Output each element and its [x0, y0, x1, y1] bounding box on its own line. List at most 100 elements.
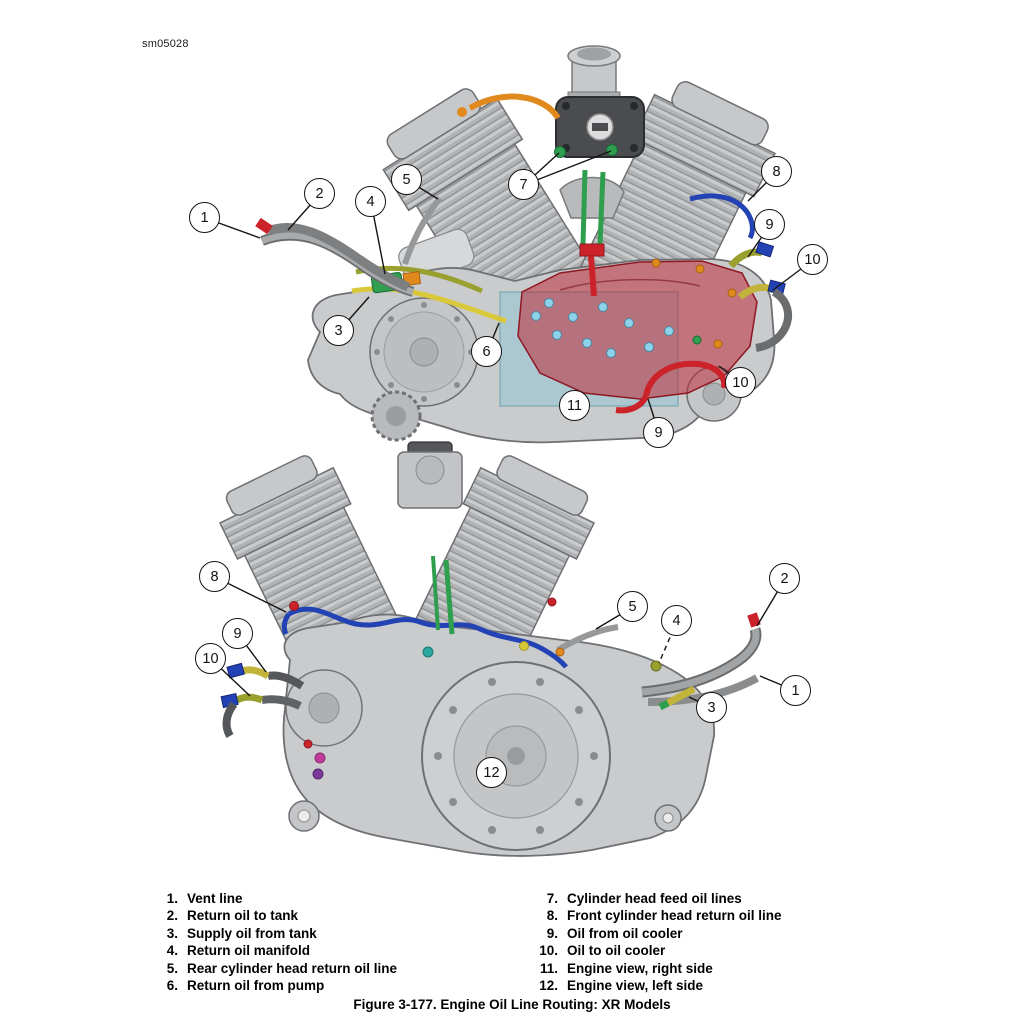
legend-item-label: Engine view, left side	[567, 978, 704, 994]
legend-item-10: 10. Oil to oil cooler	[530, 942, 782, 959]
legend-item-12: 12. Engine view, left side	[530, 977, 782, 994]
legend-item-label: Return oil from pump	[187, 978, 325, 994]
engine-view-right-side	[204, 45, 814, 444]
legend-item-6: 6. Return oil from pump	[150, 977, 397, 994]
oil-line-red-center	[588, 255, 597, 297]
oil-to-cooler-fitting-left	[231, 693, 264, 705]
oil-passage-dots	[531, 298, 674, 358]
engine-view-left-side	[210, 441, 797, 857]
callout-number: 8	[210, 568, 219, 585]
callout-3-top: 3	[323, 315, 354, 346]
legend-item-number: 6.	[166, 978, 178, 994]
callout-7-top: 7	[508, 169, 539, 200]
callout-10b-top: 10	[725, 367, 756, 398]
legend-item-number: 1.	[166, 891, 178, 906]
legend-item-label: Oil to oil cooler	[567, 943, 666, 959]
callout-number: 12	[483, 764, 500, 781]
legend-item-11: 11. Engine view, right side	[530, 960, 782, 977]
callout-number: 7	[519, 176, 528, 193]
callout-number: 5	[402, 171, 411, 188]
oil-line-green-rear	[580, 169, 588, 245]
callout-number: 5	[628, 598, 637, 615]
callout-number: 6	[482, 343, 491, 360]
legend-item-number: 9.	[546, 925, 558, 941]
callout-number: 10	[732, 374, 749, 391]
gearcase-cover	[369, 297, 479, 407]
callout-number: 2	[780, 570, 789, 587]
callout-5-top: 5	[391, 164, 422, 195]
callout-number: 4	[366, 193, 375, 210]
callout-2-bottom: 2	[769, 563, 800, 594]
legend-item-4: 4. Return oil manifold	[150, 942, 397, 959]
callout-number: 1	[791, 682, 800, 699]
callout-10-bottom: 10	[195, 643, 226, 674]
callout-9b-top: 9	[643, 417, 674, 448]
legend-item-number: 11.	[539, 960, 558, 976]
callout-number: 4	[672, 612, 681, 629]
callout-11-top: 11	[559, 390, 590, 421]
legend-item-number: 3.	[166, 925, 178, 941]
oil-line-orange	[468, 93, 561, 120]
legend-item-3: 3. Supply oil from tank	[150, 925, 397, 942]
legend-item-number: 4.	[166, 943, 178, 959]
legend-item-8: 8. Front cylinder head return oil line	[530, 907, 782, 924]
callout-number: 10	[202, 650, 219, 667]
rear-head-return-line	[402, 196, 443, 265]
ignition-coil	[555, 96, 645, 158]
callout-number: 9	[765, 216, 774, 233]
legend-item-label: Rear cylinder head return oil line	[187, 960, 398, 976]
head-feed-fitting-front	[606, 144, 618, 156]
callout-2-top: 2	[304, 178, 335, 209]
legend-item-7: 7. Cylinder head feed oil lines	[530, 890, 782, 907]
callout-number: 3	[707, 699, 716, 716]
callout-5-bottom: 5	[617, 591, 648, 622]
callout-number: 1	[200, 209, 209, 226]
legend-item-number: 8.	[546, 908, 558, 924]
legend-item-number: 12.	[539, 978, 558, 994]
callout-number: 2	[315, 185, 324, 202]
callout-number: 11	[566, 397, 583, 414]
front-head-return-blue	[689, 193, 755, 240]
legend-item-label: Vent line	[187, 891, 243, 906]
legend-item-2: 2. Return oil to tank	[150, 907, 397, 924]
engine-mount	[397, 441, 463, 509]
oil-lines-right-view	[255, 93, 793, 414]
legend-item-label: Front cylinder head return oil line	[567, 908, 782, 924]
legend-column-left: 1. Vent line 2. Return oil to tank 3. Suppl…	[150, 890, 397, 994]
legend-item-label: Return oil to tank	[187, 908, 298, 924]
callout-8-top: 8	[761, 156, 792, 187]
oil-from-cooler-hose-red	[643, 360, 728, 397]
legend-item-label: Engine view, right side	[567, 960, 713, 976]
callout-9-top: 9	[754, 209, 785, 240]
front-head-return-blue-long	[287, 606, 568, 669]
legend-item-number: 7.	[546, 891, 558, 906]
callout-6-top: 6	[471, 336, 502, 367]
legend-item-label: Cylinder head feed oil lines	[567, 891, 742, 906]
callout-4-bottom: 4	[661, 605, 692, 636]
rear-head-return-left	[556, 624, 619, 653]
legend-item-label: Return oil manifold	[187, 943, 310, 959]
legend-item-1: 1. Vent line	[150, 890, 397, 907]
callout-number: 9	[654, 424, 663, 441]
callout-number: 10	[804, 251, 821, 268]
callout-number: 3	[334, 322, 343, 339]
callout-1-top: 1	[189, 202, 220, 233]
callout-4-top: 4	[355, 186, 386, 217]
legend-item-number: 5.	[166, 960, 178, 976]
legend-item-label: Supply oil from tank	[187, 925, 317, 941]
return-manifold-left	[650, 660, 662, 672]
callout-1-bottom: 1	[780, 675, 811, 706]
callout-number: 8	[772, 163, 781, 180]
callout-3-bottom: 3	[696, 692, 727, 723]
legend-item-5: 5. Rear cylinder head return oil line	[150, 960, 397, 977]
oil-lines-left-view	[220, 555, 762, 780]
oil-line-green-front	[597, 171, 606, 245]
primary-cover	[421, 661, 611, 851]
callout-number: 9	[233, 625, 242, 642]
callout-10-top: 10	[797, 244, 828, 275]
callout-12-bottom: 12	[476, 757, 507, 788]
legend-item-number: 2.	[166, 908, 178, 924]
legend-item-number: 10.	[539, 943, 558, 959]
